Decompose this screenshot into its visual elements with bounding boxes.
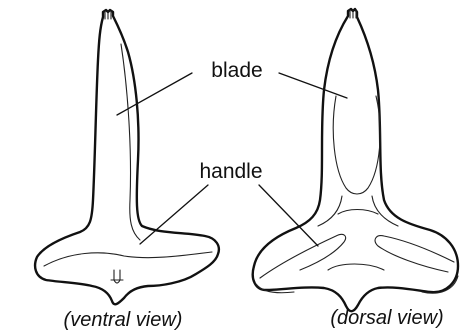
blade-label: blade <box>211 59 262 82</box>
ventral-view-caption: (ventral view) <box>64 309 183 331</box>
dorsal-outline <box>253 9 458 311</box>
dorsal-specimen <box>253 9 458 311</box>
ventral-outline <box>35 10 219 304</box>
ventral-specimen <box>35 10 219 304</box>
handle-label: handle <box>199 160 262 183</box>
dorsal-view-caption: (dorsal view) <box>330 307 443 329</box>
